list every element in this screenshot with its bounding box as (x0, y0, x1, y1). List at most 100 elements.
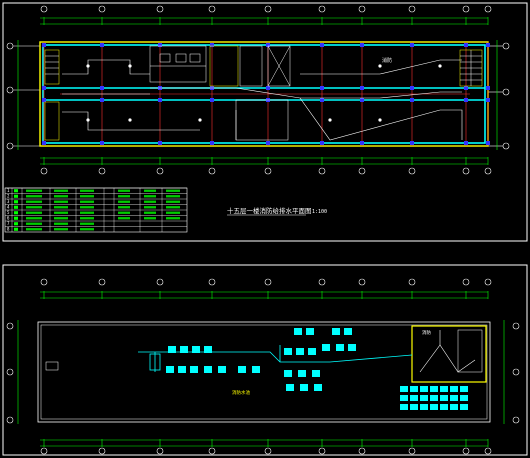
equipment-block (296, 348, 304, 355)
top-drawing-scale: 1:100 (312, 209, 327, 215)
column (266, 141, 270, 145)
bottom-row-axis-right (503, 320, 520, 424)
axis-circle (156, 278, 164, 286)
bottom-row-axis-left (6, 320, 19, 424)
legend-desc-bar (144, 206, 156, 209)
axis-circle (408, 5, 416, 13)
water-tank (420, 386, 428, 392)
top-columns (42, 43, 490, 145)
axis-circle (462, 447, 470, 455)
equipment-block (180, 346, 188, 353)
column (360, 98, 364, 102)
column (42, 98, 46, 102)
water-tank (460, 395, 468, 401)
legend-desc-bar (54, 200, 68, 203)
legend-desc-bar (26, 206, 42, 209)
bottom-axis-dimension-top (40, 291, 488, 299)
column (42, 141, 46, 145)
column (464, 141, 468, 145)
legend-row-id: 8 (7, 227, 10, 232)
axis-circle (358, 5, 366, 13)
water-tank (410, 395, 418, 401)
bottom-equipment (149, 328, 356, 391)
legend-symbol (14, 211, 18, 215)
equipment-block (348, 344, 356, 351)
legend-row-id: 5 (7, 210, 10, 215)
legend-desc-bar (54, 228, 68, 231)
axis-circle (484, 447, 492, 455)
legend-desc-bar (26, 217, 42, 220)
equipment-block (306, 328, 314, 335)
top-row-axis-right (488, 40, 510, 150)
legend-row-id: 7 (7, 221, 10, 226)
legend-desc-bar (144, 189, 156, 192)
top-axis-markers-top (40, 5, 492, 25)
column (320, 141, 324, 145)
legend-desc-bar (144, 211, 156, 214)
legend-desc-bar (80, 217, 94, 220)
axis-circle (484, 278, 492, 286)
legend-symbol (14, 227, 18, 231)
legend-desc-bar (80, 206, 94, 209)
bottom-pump-room (411, 325, 487, 383)
legend-row-id: 6 (7, 216, 10, 221)
axis-circle (358, 167, 366, 175)
column (158, 43, 162, 47)
axis-circle (98, 167, 106, 175)
column (158, 141, 162, 145)
bottom-drain-pit (45, 361, 59, 371)
water-tank (430, 395, 438, 401)
legend-desc-bar (54, 189, 68, 192)
column (210, 98, 214, 102)
column (486, 141, 490, 145)
water-tank (460, 386, 468, 392)
water-tank (400, 404, 408, 410)
legend-desc-bar (26, 195, 42, 198)
bottom-area-label: 消防水池 (232, 389, 250, 396)
water-tank (420, 395, 428, 401)
equipment-block (314, 384, 322, 391)
bottom-sheet[interactable]: 消防 消防水池 (2, 264, 528, 456)
equipment-block (204, 346, 212, 353)
legend-row-id: 4 (7, 205, 10, 210)
column (100, 98, 104, 102)
axis-circle (408, 167, 416, 175)
axis-circle (40, 167, 48, 175)
axis-circle (40, 278, 48, 286)
equipment-block (284, 348, 292, 355)
legend-desc-bar (54, 195, 68, 198)
axis-circle (264, 167, 272, 175)
water-tank (430, 386, 438, 392)
column (464, 98, 468, 102)
water-tank (450, 404, 458, 410)
top-stair-right (459, 49, 483, 87)
equipment-block (218, 366, 226, 373)
axis-circle (264, 5, 272, 13)
top-axis-dimension-bottom (40, 157, 488, 165)
axis-circle (40, 5, 48, 13)
axis-circle (264, 447, 272, 455)
axis-circle (156, 447, 164, 455)
column (320, 86, 324, 90)
axis-circle (208, 167, 216, 175)
legend-desc-bar (80, 200, 94, 203)
legend-symbol (14, 189, 18, 193)
water-tank (400, 395, 408, 401)
axis-circle (40, 447, 48, 455)
equipment-block (344, 328, 352, 335)
axis-circle (264, 278, 272, 286)
bottom-water-tanks (400, 386, 468, 410)
column (100, 86, 104, 90)
equipment-block (286, 384, 294, 391)
legend-desc-bar (54, 222, 68, 225)
legend-desc-bar (166, 189, 180, 192)
column (266, 86, 270, 90)
bottom-axis-markers-top (40, 278, 492, 299)
column (100, 141, 104, 145)
axis-circle (408, 278, 416, 286)
legend-desc-bar (118, 211, 130, 214)
column (410, 86, 414, 90)
